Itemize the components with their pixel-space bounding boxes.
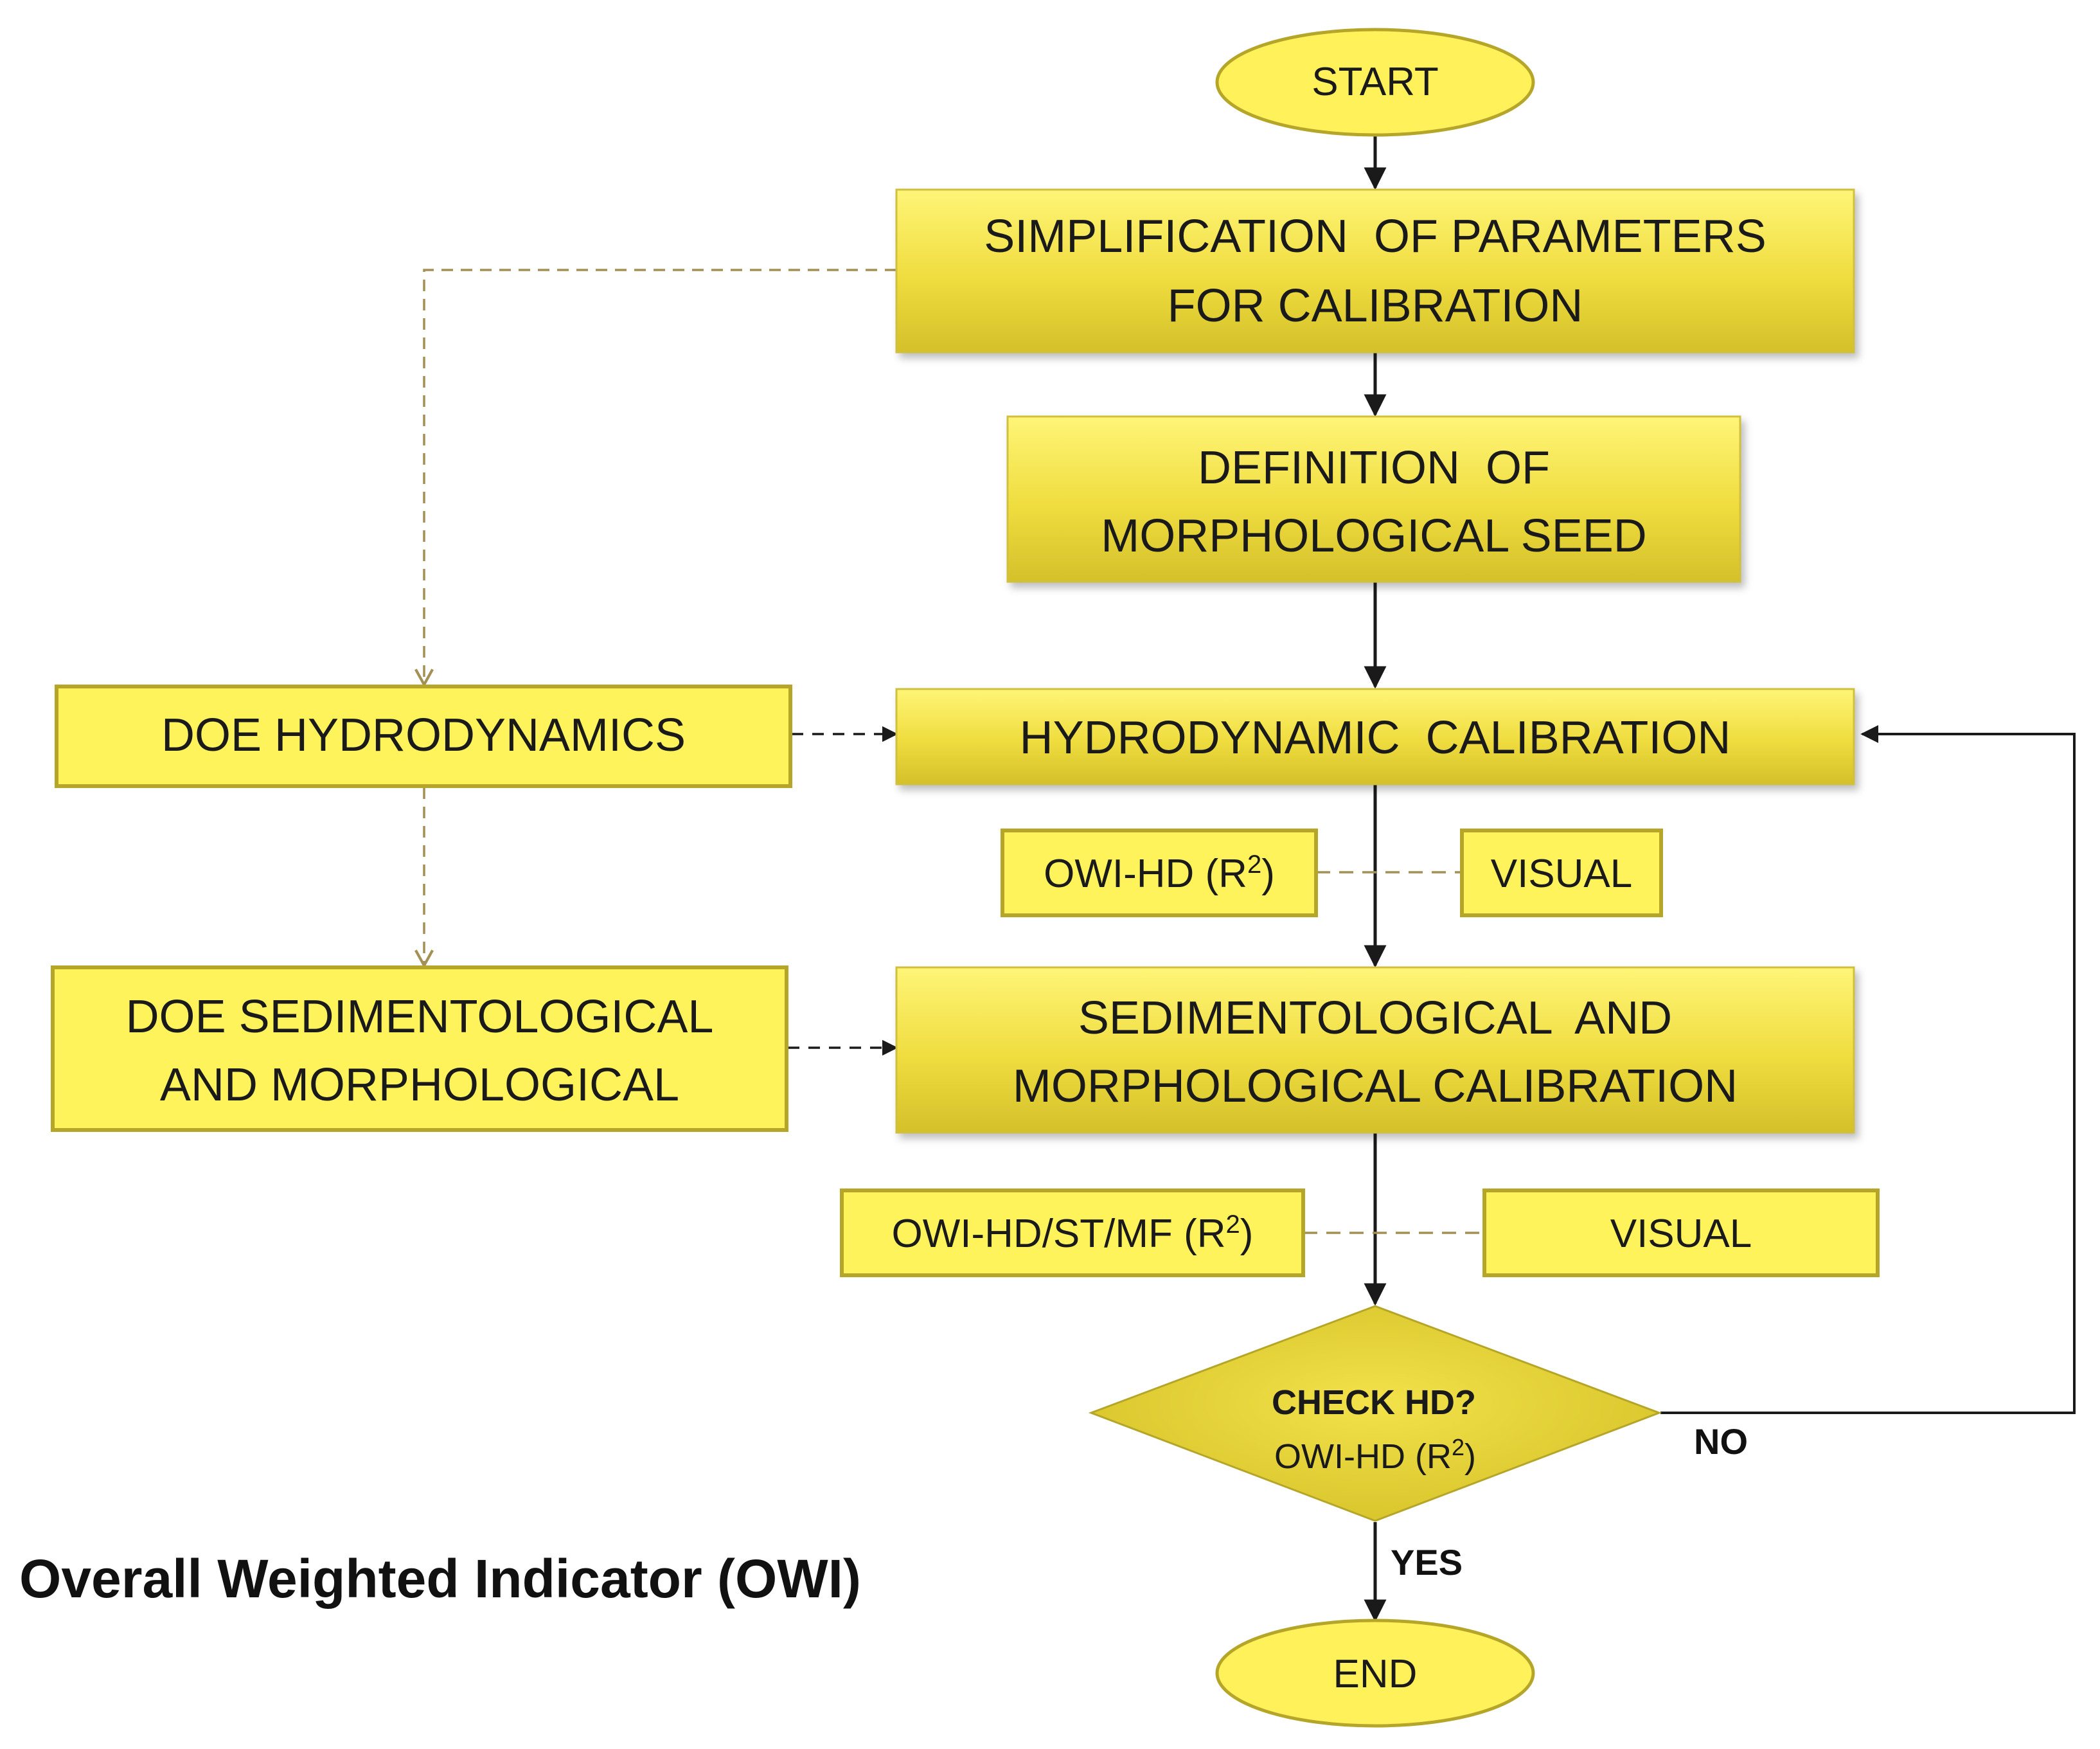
simplification-label-line2: FOR CALIBRATION bbox=[1168, 280, 1583, 332]
check-indicator-base: OWI-HD (R bbox=[1274, 1437, 1452, 1476]
caption-owi: Overall Weighted Indicator (OWI) bbox=[19, 1548, 861, 1609]
start-label: START bbox=[1312, 60, 1439, 104]
owi-hd-st-mf-sup: 2 bbox=[1226, 1210, 1240, 1239]
end-terminator: END bbox=[1215, 1619, 1535, 1728]
visual-1-shape bbox=[1460, 829, 1663, 917]
doe-sed-label-line1: DOE SEDIMENTOLOGICAL bbox=[126, 991, 714, 1043]
edge-label-yes: YES bbox=[1391, 1542, 1463, 1583]
owi-hd-st-mf-label: OWI-HD/ST/MF (R2) bbox=[892, 1210, 1254, 1256]
owi-hd-sup: 2 bbox=[1247, 850, 1261, 879]
doe-sed-shape bbox=[51, 965, 788, 1132]
owi-hd-label: OWI-HD (R2) bbox=[1044, 850, 1275, 896]
end-shape bbox=[1215, 1619, 1535, 1728]
connectors bbox=[414, 136, 2076, 1622]
definition-box bbox=[1006, 415, 1741, 583]
sedimentological-label-line2: MORPHOLOGICAL CALIBRATION bbox=[1013, 1061, 1738, 1112]
owi-hd-tail: ) bbox=[1261, 852, 1275, 896]
visual-2-label: VISUAL bbox=[1610, 1212, 1752, 1256]
doe-hydro-shape bbox=[55, 685, 792, 788]
sedimentological-label-line1: SEDIMENTOLOGICAL AND bbox=[1078, 992, 1672, 1044]
start-shape bbox=[1215, 28, 1535, 137]
edge-simplification-to-doe-hydro bbox=[414, 269, 896, 688]
edge-label-no: NO bbox=[1694, 1421, 1748, 1462]
hydrodynamic-box bbox=[895, 688, 1855, 785]
definition-shape bbox=[1006, 415, 1741, 583]
end-label: END bbox=[1333, 1652, 1418, 1696]
definition-label-line1: DEFINITION OF bbox=[1198, 442, 1550, 494]
owi-hd-st-mf-tail: ) bbox=[1240, 1212, 1254, 1256]
hydrodynamic-shape bbox=[895, 688, 1855, 785]
owi-hd-st-mf-base: OWI-HD/ST/MF (R bbox=[892, 1212, 1226, 1256]
hydrodynamic-label: HYDRODYNAMIC CALIBRATION bbox=[1020, 712, 1731, 764]
owi-hd-st-mf-shape bbox=[840, 1188, 1305, 1277]
check-title: CHECK HD? bbox=[1272, 1383, 1476, 1422]
check-indicator: OWI-HD (R2) bbox=[1274, 1434, 1476, 1476]
sedimentological-shape bbox=[895, 966, 1855, 1134]
simplification-shape bbox=[895, 188, 1855, 354]
edge-check-no-loop bbox=[1660, 725, 2076, 1414]
sedimentological-box bbox=[895, 966, 1855, 1134]
check-indicator-sup: 2 bbox=[1452, 1434, 1464, 1460]
owi-hd-base: OWI-HD (R bbox=[1044, 852, 1247, 896]
simplification-box bbox=[895, 188, 1855, 354]
visual-1-label: VISUAL bbox=[1491, 852, 1633, 896]
doe-sed-label-line2: AND MORPHOLOGICAL bbox=[160, 1059, 679, 1111]
owi-hd-shape bbox=[1001, 829, 1318, 917]
check-indicator-tail: ) bbox=[1464, 1437, 1476, 1476]
check-decision: CHECK HD? OWI-HD (R2) bbox=[1088, 1305, 1662, 1522]
doe-hydro-label: DOE HYDRODYNAMICS bbox=[161, 710, 686, 761]
visual-2-shape bbox=[1482, 1188, 1880, 1277]
check-diamond-shape bbox=[1088, 1305, 1662, 1522]
definition-label-line2: MORPHOLOGICAL SEED bbox=[1101, 510, 1647, 562]
simplification-label-line1: SIMPLIFICATION OF PARAMETERS bbox=[984, 211, 1766, 262]
start-terminator: START bbox=[1215, 28, 1535, 137]
